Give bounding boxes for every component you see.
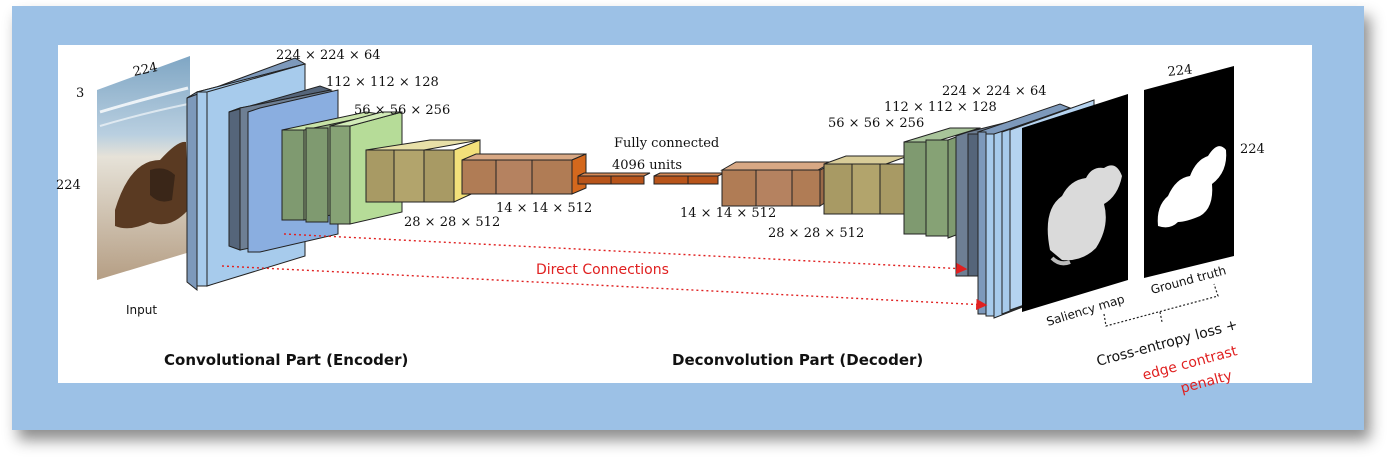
- encoder-dim-2: 112 × 112 × 128: [326, 75, 439, 90]
- decoder-dim-4: 28 × 28 × 512: [768, 226, 864, 241]
- encoder-dim-4: 28 × 28 × 512: [404, 215, 500, 230]
- direct-connections-label: Direct Connections: [536, 262, 669, 278]
- input-height-label: 224: [56, 178, 81, 193]
- input-width-label: 224: [132, 60, 159, 80]
- saliency-map-image: [1022, 94, 1128, 312]
- output-width-label: 224: [1167, 62, 1193, 80]
- direct-connection-arrows: [221, 233, 988, 311]
- encoder-dim-3: 56 × 56 × 256: [354, 103, 450, 118]
- output-height-label: 224: [1240, 142, 1265, 157]
- fc-units: 4096 units: [612, 158, 682, 173]
- encoder-title: Convolutional Part (Encoder): [164, 351, 408, 369]
- decoder-dim-2: 112 × 112 × 128: [884, 100, 997, 115]
- encoder-layers: [186, 57, 587, 292]
- encoder-dim-1: 224 × 224 × 64: [276, 48, 380, 63]
- decoder-title: Deconvolution Part (Decoder): [672, 351, 923, 369]
- loss-bracket: [1103, 283, 1219, 327]
- input-channels-label: 3: [76, 86, 84, 101]
- decoder-dim-1: 224 × 224 × 64: [942, 84, 1046, 99]
- input-caption: Input: [126, 303, 157, 317]
- decoder-dim-3: 56 × 56 × 256: [828, 116, 924, 131]
- input-image: [97, 56, 190, 280]
- ground-truth-image: [1144, 66, 1234, 278]
- encoder-dim-5: 14 × 14 × 512: [496, 201, 592, 216]
- fully-connected-layers: [577, 172, 725, 185]
- fc-title: Fully connected: [614, 136, 719, 151]
- decoder-dim-5: 14 × 14 × 512: [680, 206, 776, 221]
